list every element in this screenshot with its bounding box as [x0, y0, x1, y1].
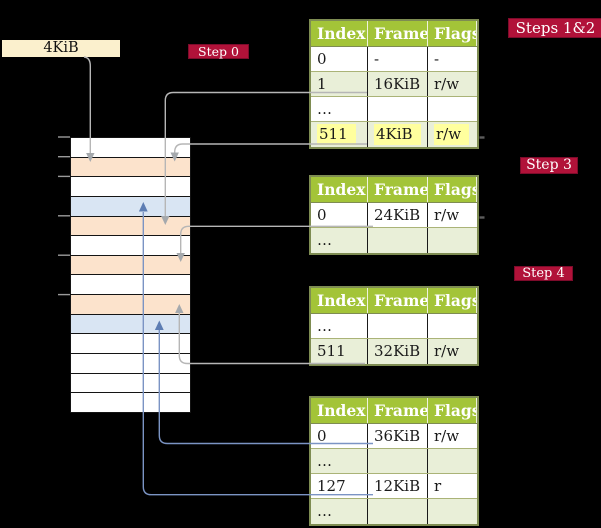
- badge-steps-1-2: Steps 1&2: [508, 18, 601, 38]
- badge-step-0: Step 0: [188, 44, 249, 59]
- badge-step-4: Step 4: [514, 266, 573, 281]
- cell-index: 127: [311, 474, 368, 498]
- header-flags: Flags: [428, 177, 477, 202]
- header-flags: Flags: [428, 398, 477, 423]
- cell-flags: -: [434, 50, 440, 68]
- table-row: …: [311, 449, 477, 474]
- highlight: r/w: [434, 124, 470, 145]
- cell-flags: [428, 314, 477, 338]
- highlight: 511: [317, 124, 356, 145]
- header-index: Index: [311, 288, 368, 313]
- cell-flags: [428, 499, 477, 524]
- memory-row-0kib: [71, 138, 190, 158]
- table-row: 1 16KiB r/w: [311, 72, 477, 97]
- table-row-highlighted: 511 4KiB r/w: [311, 122, 477, 147]
- cell-index: 1: [311, 72, 368, 96]
- cell-index: 511: [311, 339, 368, 364]
- header-flags: Flags: [428, 288, 477, 313]
- physical-memory-column: [70, 137, 191, 413]
- cell-flags: r: [434, 477, 442, 495]
- memory-row-24kib: [71, 255, 190, 276]
- cell-frame: [368, 449, 428, 473]
- clipped-line-stub: [479, 136, 485, 219]
- memory-row-44kib: [71, 354, 190, 374]
- cell-index: …: [311, 97, 368, 121]
- table-header-row: Index Frame Flags: [311, 398, 477, 424]
- table-row: 0 36KiB r/w: [311, 424, 477, 449]
- memory-row-48kib: [71, 373, 190, 394]
- table-row: 0 24KiB r/w: [311, 203, 477, 228]
- memory-row-52kib: [71, 393, 190, 412]
- table-row: 127 12KiB r: [311, 474, 477, 499]
- cell-index: 511: [311, 122, 368, 147]
- page-table-step-4-upper: Index Frame Flags … 511 32KiB r/w: [309, 286, 479, 366]
- memory-row-20kib: [71, 236, 190, 256]
- memory-address-label-4kib: 4KiB: [2, 40, 120, 57]
- memory-row-40kib: [71, 334, 190, 355]
- table-header-row: Index Frame Flags: [311, 21, 477, 47]
- table-row: …: [311, 499, 477, 524]
- cell-frame: 16KiB: [368, 72, 428, 96]
- header-frame: Frame: [368, 21, 428, 46]
- cell-frame: 36KiB: [368, 424, 428, 448]
- table-row: 511 32KiB r/w: [311, 339, 477, 364]
- cell-flags: [428, 449, 477, 473]
- cell-frame: -: [368, 47, 428, 71]
- cell-flags: r/w: [434, 206, 460, 224]
- memory-row-16kib: [71, 216, 190, 237]
- cell-index: …: [311, 228, 368, 253]
- header-frame: Frame: [368, 288, 428, 313]
- memory-tick-marks: [58, 136, 70, 296]
- header-frame: Frame: [368, 177, 428, 202]
- cell-frame: [368, 228, 428, 253]
- cell-index: 0: [311, 424, 368, 448]
- cell-frame: [368, 97, 428, 121]
- cell-frame: 32KiB: [368, 339, 428, 364]
- cell-index: 0: [311, 47, 368, 71]
- table-row: …: [311, 228, 477, 253]
- highlight: 4KiB: [374, 124, 421, 145]
- memory-row-8kib: [71, 177, 190, 197]
- header-index: Index: [311, 398, 368, 423]
- page-table-steps-1-2: Index Frame Flags 0 - - 1 16KiB r/w … 51…: [309, 19, 479, 149]
- cell-frame: 24KiB: [368, 203, 428, 227]
- cell-frame: 4KiB: [368, 122, 428, 147]
- cell-index: 0: [311, 203, 368, 227]
- memory-row-4kib: [71, 157, 190, 178]
- table-header-row: Index Frame Flags: [311, 288, 477, 314]
- header-index: Index: [311, 177, 368, 202]
- table-row: 0 - -: [311, 47, 477, 72]
- memory-row-12kib: [71, 196, 190, 217]
- cell-index: …: [311, 314, 368, 338]
- cell-frame: [368, 499, 428, 524]
- cell-flags: r/w: [428, 122, 477, 147]
- cell-flags: [428, 228, 477, 253]
- cell-flags: [428, 97, 477, 121]
- header-index: Index: [311, 21, 368, 46]
- page-table-step-4-lower: Index Frame Flags 0 36KiB r/w … 127 12Ki…: [309, 396, 479, 526]
- cell-flags: r/w: [434, 427, 460, 445]
- cell-frame: 12KiB: [368, 474, 428, 498]
- header-flags: Flags: [428, 21, 477, 46]
- header-frame: Frame: [368, 398, 428, 423]
- cell-flags: r/w: [434, 342, 460, 360]
- cell-index: …: [311, 449, 368, 473]
- cell-frame: [368, 314, 428, 338]
- memory-row-28kib: [71, 275, 190, 296]
- table-header-row: Index Frame Flags: [311, 177, 477, 203]
- page-table-step-3: Index Frame Flags 0 24KiB r/w …: [309, 175, 479, 255]
- cell-flags: r/w: [434, 75, 460, 93]
- table-row: …: [311, 97, 477, 122]
- memory-row-36kib: [71, 314, 190, 335]
- table-row: …: [311, 314, 477, 339]
- cell-index: …: [311, 499, 368, 524]
- memory-row-32kib: [71, 295, 190, 315]
- badge-step-3: Step 3: [520, 157, 578, 174]
